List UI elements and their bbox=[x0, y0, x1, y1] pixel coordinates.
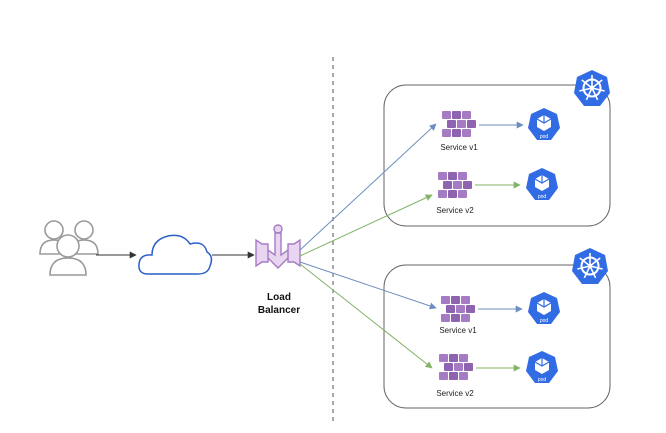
service-label: Service v1 bbox=[439, 326, 477, 335]
pod-label: pod bbox=[538, 377, 547, 383]
service-icon bbox=[441, 296, 475, 322]
arrow-lb-c2-v2 bbox=[299, 263, 433, 369]
service-label: Service v2 bbox=[436, 389, 474, 398]
pod-label: pod bbox=[538, 194, 547, 200]
cluster-box-2 bbox=[383, 264, 611, 409]
users-icon bbox=[39, 220, 99, 276]
arrow-lb-c2-v1 bbox=[299, 261, 437, 310]
arrow-lb-c1-v1 bbox=[299, 123, 437, 251]
load-balancer-label-line1: Load bbox=[267, 292, 291, 303]
service-label: Service v2 bbox=[436, 206, 474, 215]
load-balancer-label-line2: Balancer bbox=[258, 305, 300, 316]
arrow-lb-c1-v2 bbox=[299, 194, 433, 257]
load-balancer-icon bbox=[255, 224, 301, 269]
pod-label: pod bbox=[540, 318, 549, 324]
cloud-icon bbox=[138, 234, 213, 275]
cluster-box-1 bbox=[383, 84, 611, 227]
service-icon bbox=[439, 354, 473, 380]
service-icon bbox=[438, 172, 472, 198]
service-label: Service v1 bbox=[440, 143, 478, 152]
pod-label: pod bbox=[540, 134, 549, 140]
service-icon bbox=[442, 111, 476, 137]
